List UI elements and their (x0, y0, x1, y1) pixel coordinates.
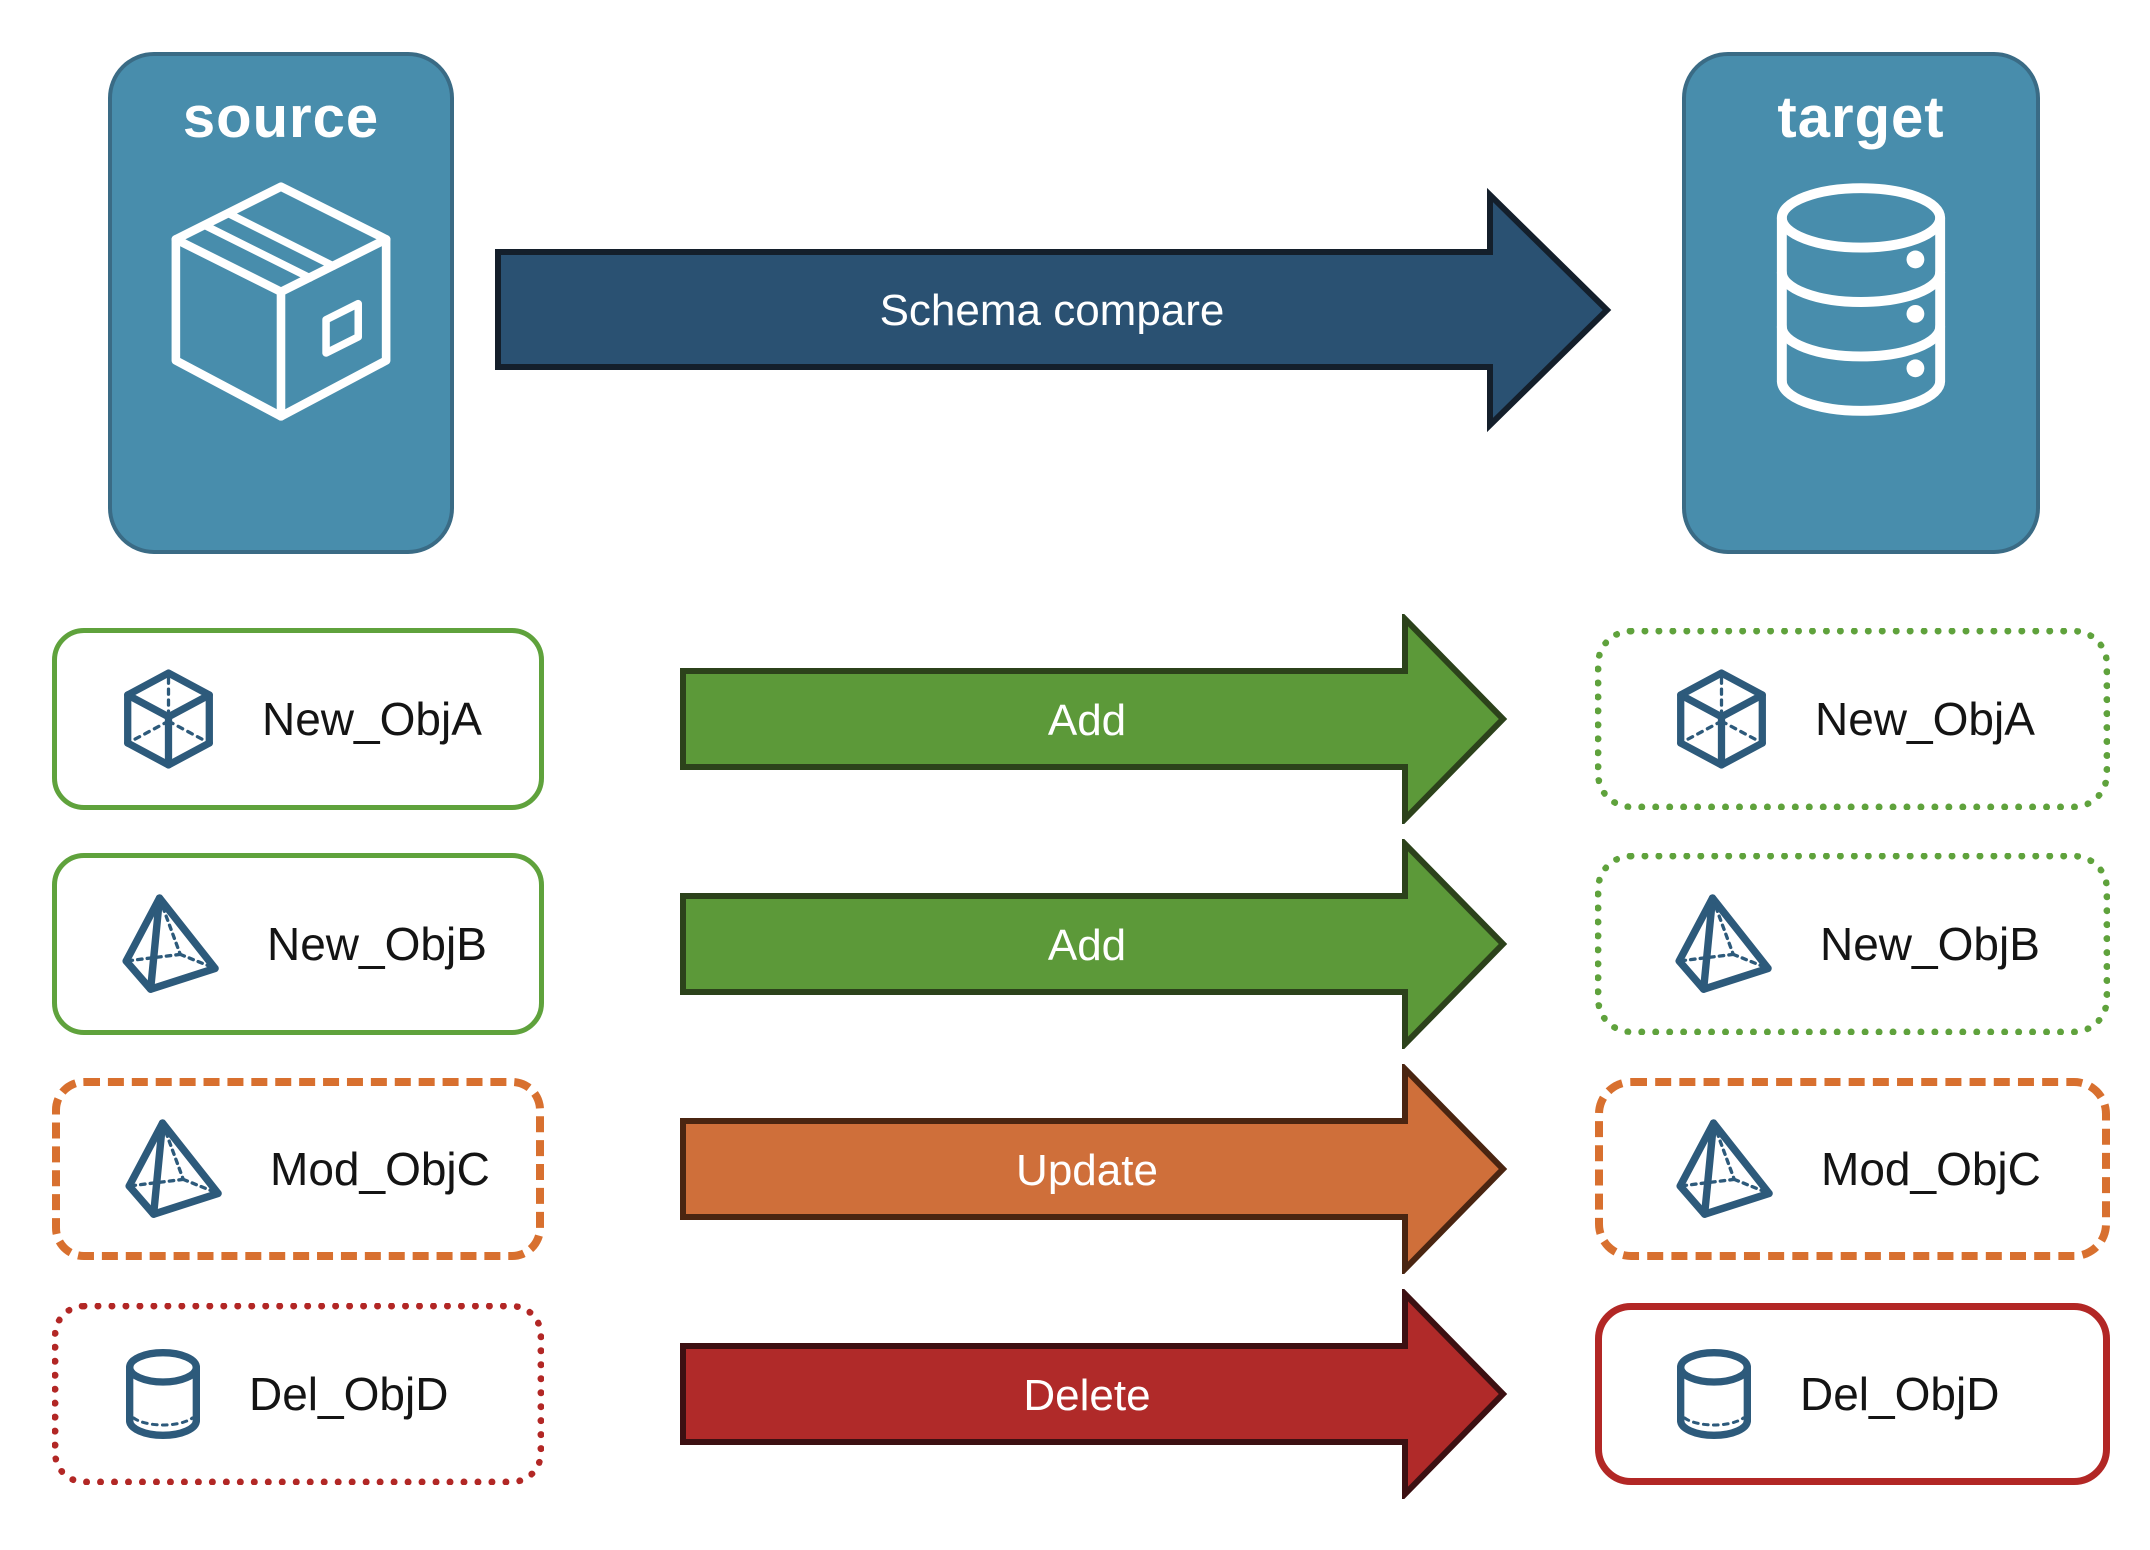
object-label: Del_ObjD (1800, 1368, 2000, 1420)
object-label: New_ObjA (1815, 693, 2035, 745)
pyramid-icon (1675, 1117, 1775, 1221)
object-label: New_ObjB (267, 918, 487, 970)
source-node: source (108, 52, 454, 554)
schema-compare-arrow: Schema compare (495, 187, 1612, 433)
target-object-new-obja: New_ObjA (1595, 628, 2110, 810)
cube-icon (1674, 668, 1769, 770)
update-arrow: Update (680, 1064, 1508, 1274)
target-object-del-objd: Del_ObjD (1595, 1303, 2110, 1485)
arrow-shape (680, 1064, 1508, 1274)
arrow-label: Add (1048, 696, 1126, 745)
target-node: target (1682, 52, 2040, 554)
cylinder-icon (1674, 1347, 1754, 1441)
arrow-label: Add (1048, 921, 1126, 970)
source-object-mod-objc: Mod_ObjC (52, 1078, 544, 1260)
pyramid-icon (121, 892, 221, 996)
delete-arrow: Delete (680, 1289, 1508, 1499)
target-object-mod-objc: Mod_ObjC (1595, 1078, 2110, 1260)
object-label: New_ObjA (262, 693, 482, 745)
object-label: New_ObjB (1820, 918, 2040, 970)
package-icon (163, 178, 399, 425)
cube-icon (121, 668, 216, 770)
source-label: source (182, 85, 380, 150)
source-object-new-objb: New_ObjB (52, 853, 544, 1035)
pyramid-icon (1674, 892, 1774, 996)
arrow-label: Update (1016, 1146, 1158, 1195)
object-label: Del_ObjD (249, 1368, 449, 1420)
database-icon (1767, 178, 1955, 426)
schema-compare-arrow-label: Schema compare (880, 286, 1225, 335)
arrow-shape (495, 187, 1612, 433)
source-object-new-obja: New_ObjA (52, 628, 544, 810)
arrow-label: Delete (1023, 1371, 1150, 1420)
cylinder-icon (123, 1347, 203, 1441)
object-label: Mod_ObjC (1821, 1143, 2041, 1195)
add-arrow-row1: Add (680, 614, 1508, 824)
arrow-shape (680, 614, 1508, 824)
arrow-shape (680, 839, 1508, 1049)
target-label: target (1777, 85, 1945, 150)
source-object-del-objd: Del_ObjD (52, 1303, 544, 1485)
object-label: Mod_ObjC (270, 1143, 490, 1195)
target-object-new-objb: New_ObjB (1595, 853, 2110, 1035)
add-arrow-row2: Add (680, 839, 1508, 1049)
arrow-shape (680, 1289, 1508, 1499)
pyramid-icon (124, 1117, 224, 1221)
